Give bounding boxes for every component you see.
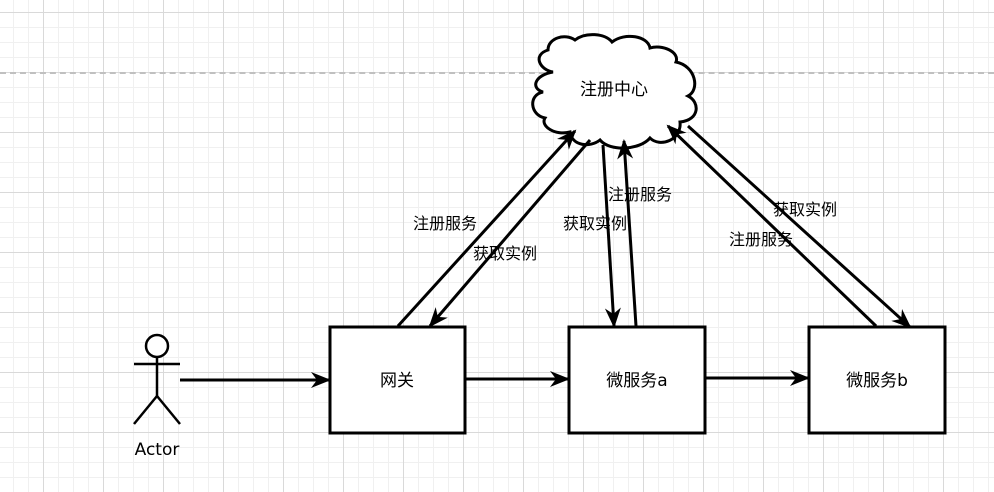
node-service-a[interactable]: 微服务a: [567, 325, 707, 435]
edge-label-service-b-register: 注册服务: [729, 230, 793, 249]
edge-label-service-a-fetch: 获取实例: [563, 214, 627, 233]
node-gateway-label: 网关: [380, 371, 414, 391]
page-break-line: [0, 72, 994, 74]
node-service-b[interactable]: 微服务b: [807, 325, 947, 435]
edge-label-service-b-fetch: 获取实例: [773, 200, 837, 219]
node-gateway[interactable]: 网关: [328, 325, 467, 435]
edge-label-service-a-register: 注册服务: [608, 185, 672, 204]
registry-cloud[interactable]: 注册中心: [531, 33, 698, 150]
registry-label: 注册中心: [580, 80, 648, 100]
actor-figure[interactable]: [133, 333, 181, 425]
edge-gateway-register[interactable]: [396, 129, 577, 328]
node-service-b-label: 微服务b: [846, 371, 908, 391]
edge-service-b-register[interactable]: [666, 124, 878, 328]
edge-label-gateway-fetch: 获取实例: [473, 244, 537, 263]
edge-service-a-register[interactable]: [617, 139, 638, 327]
actor-label: Actor: [135, 440, 180, 460]
edge-registry-service-a-fetch[interactable]: [601, 144, 621, 328]
edge-registry-gateway-fetch[interactable]: [428, 139, 592, 328]
edge-label-gateway-register: 注册服务: [413, 214, 477, 233]
edge-registry-service-b-fetch[interactable]: [686, 124, 912, 329]
node-service-a-label: 微服务a: [606, 371, 667, 391]
